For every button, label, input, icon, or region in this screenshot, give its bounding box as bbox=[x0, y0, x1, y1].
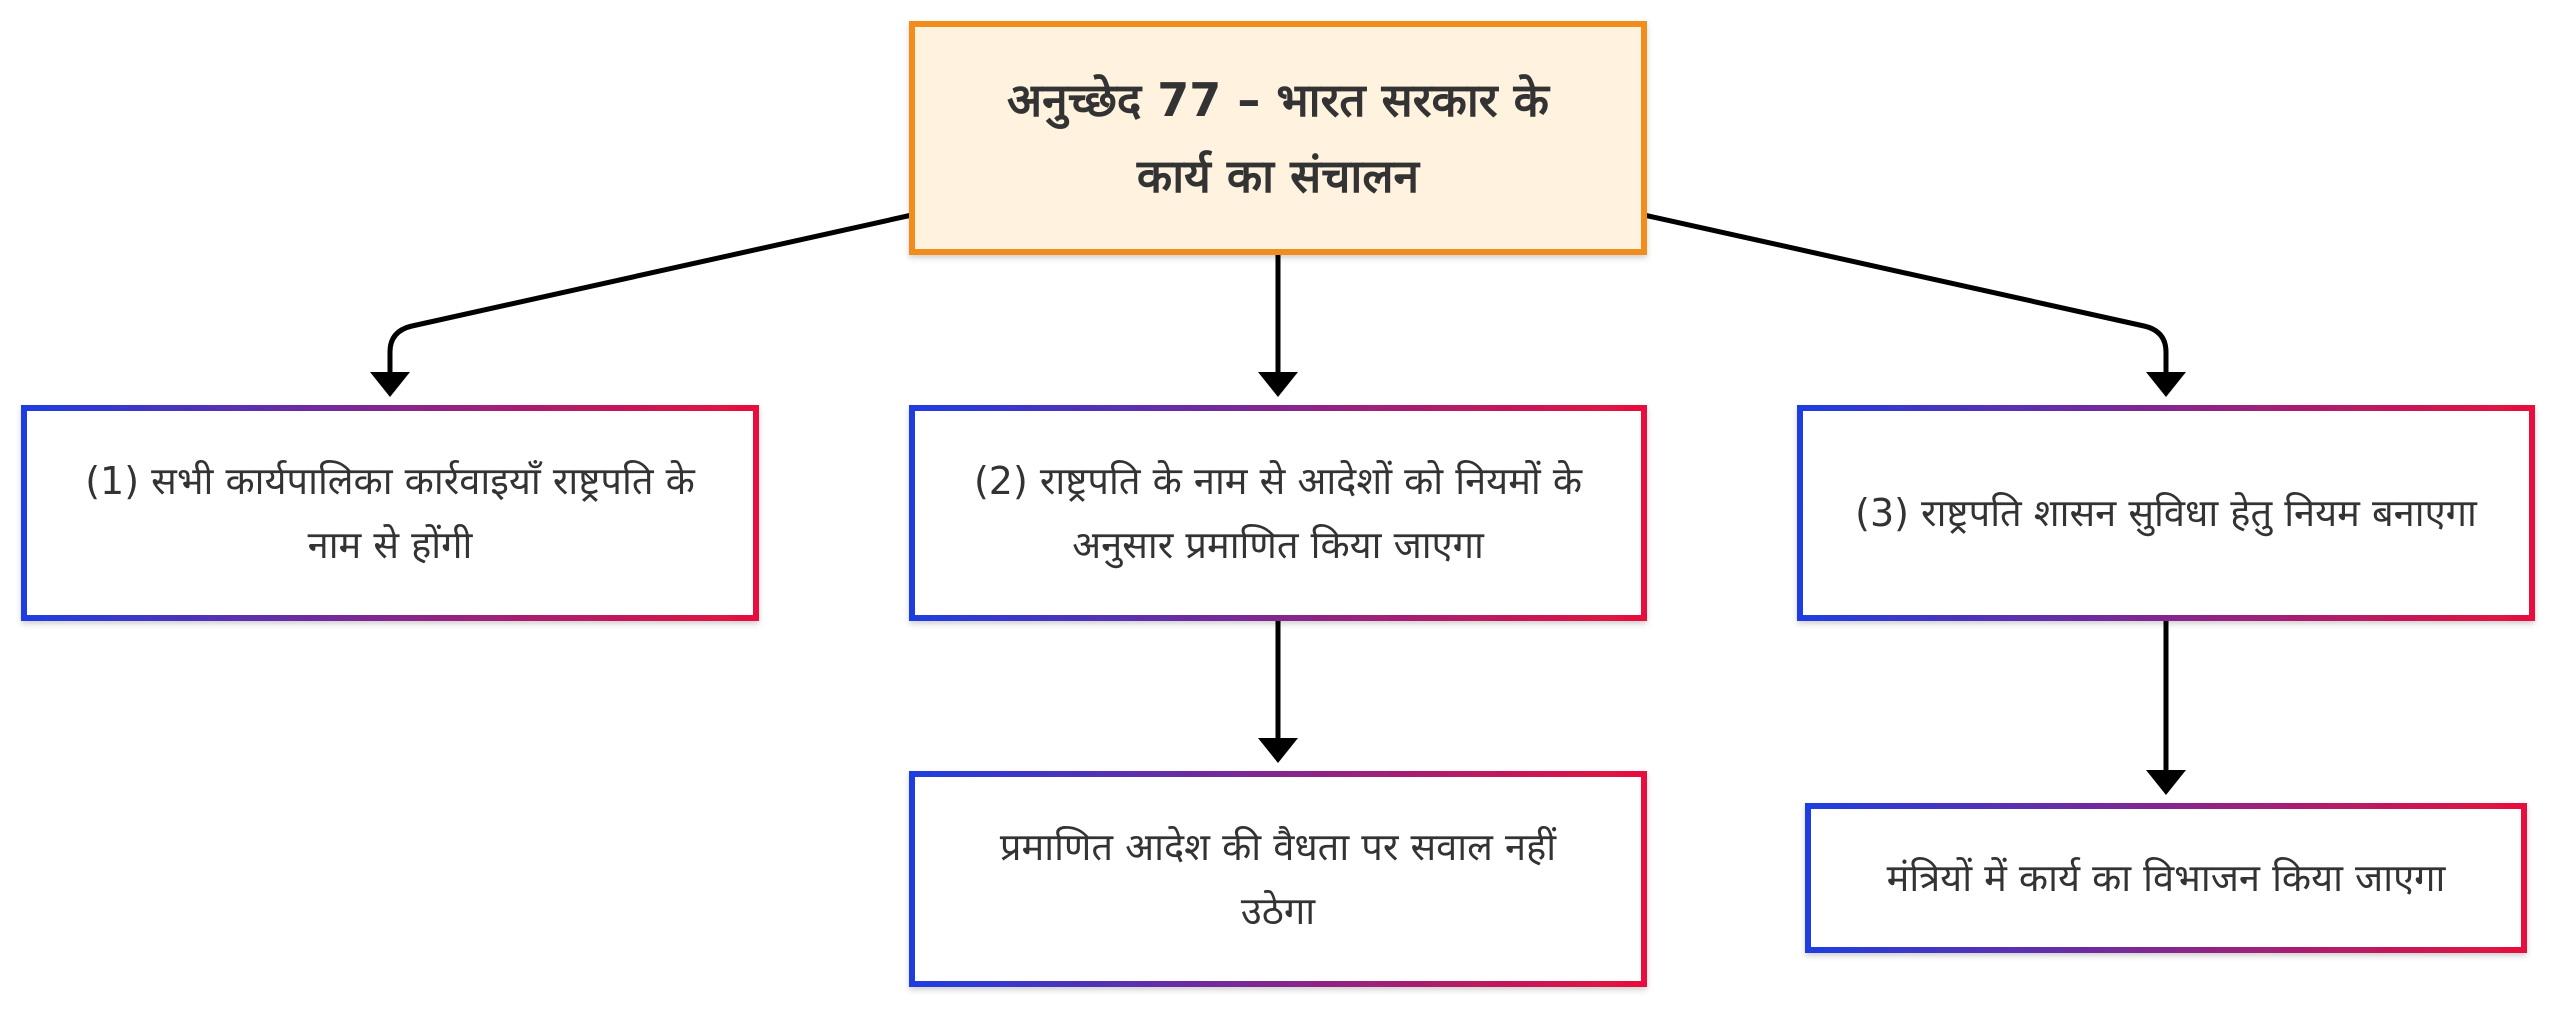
item-3-text: (3) राष्ट्रपति शासन सुविधा हेतु नियम बना… bbox=[1855, 491, 2477, 535]
subitem-2-label: प्रमाणित आदेश की वैधता पर सवाल नहीं उठेग… bbox=[912, 774, 1644, 984]
item-2-box bbox=[909, 405, 1647, 621]
item-2-text: (2) राष्ट्रपति के नाम से आदेशों को नियमो… bbox=[973, 459, 1583, 567]
root-title: अनुच्छेद 77 – भारत सरकार के कार्य का संच… bbox=[912, 24, 1644, 252]
arrowhead-item-3 bbox=[2146, 372, 2186, 397]
edge-root-to-item-3 bbox=[1643, 212, 2169, 372]
item-1-label: (1) सभी कार्यपालिका कार्रवाइयाँ राष्ट्रप… bbox=[24, 408, 756, 618]
arrowhead-item-2 bbox=[1258, 372, 1298, 397]
item-1-box bbox=[21, 405, 759, 621]
subitem-2-text: प्रमाणित आदेश की वैधता पर सवाल नहीं उठेग… bbox=[999, 825, 1557, 933]
arrowhead-item-1 bbox=[370, 372, 410, 397]
edge-root-to-item-1 bbox=[387, 212, 913, 372]
arrowhead-subitem-2 bbox=[1258, 738, 1298, 763]
arrowhead-subitem-3 bbox=[2146, 770, 2186, 795]
item-2-label: (2) राष्ट्रपति के नाम से आदेशों को नियमो… bbox=[912, 408, 1644, 618]
root-box bbox=[909, 21, 1647, 255]
item-1-text: (1) सभी कार्यपालिका कार्रवाइयाँ राष्ट्रप… bbox=[85, 459, 695, 567]
subitem-2-box bbox=[909, 771, 1647, 987]
root-title-text: अनुच्छेद 77 – भारत सरकार के कार्य का संच… bbox=[1007, 73, 1549, 203]
subitem-3-label: मंत्रियों में कार्य का विभाजन किया जाएगा bbox=[1808, 806, 2524, 950]
item-3-label: (3) राष्ट्रपति शासन सुविधा हेतु नियम बना… bbox=[1800, 408, 2532, 618]
subitem-3-box bbox=[1805, 803, 2527, 953]
item-3-box bbox=[1797, 405, 2535, 621]
subitem-3-text: मंत्रियों में कार्य का विभाजन किया जाएगा bbox=[1886, 856, 2446, 900]
